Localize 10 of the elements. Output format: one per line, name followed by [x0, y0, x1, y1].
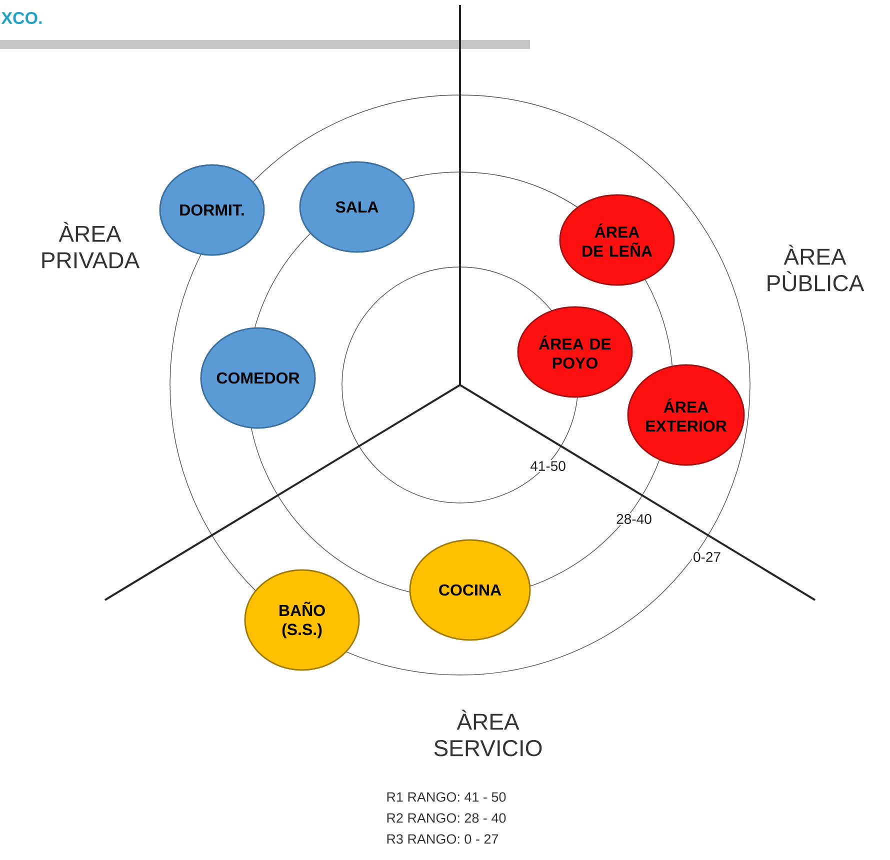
range-label: 28-40 [615, 513, 653, 525]
range-label: 41-50 [529, 460, 567, 472]
area-label: ÀREA SERVICIO [434, 710, 542, 756]
legend-text: R3 RANGO: 0 - 27 [387, 834, 498, 844]
range-label: 0-27 [692, 551, 722, 563]
area-label: ÀREA PÙBLICA [768, 244, 864, 292]
legend-text: R1 RANGO: 41 - 50 [387, 792, 506, 802]
area-label: ÀREA PRIVADA [42, 222, 140, 268]
header-text: XCO. [1, 12, 42, 24]
legend-text: R2 RANGO: 28 - 40 [387, 813, 506, 823]
